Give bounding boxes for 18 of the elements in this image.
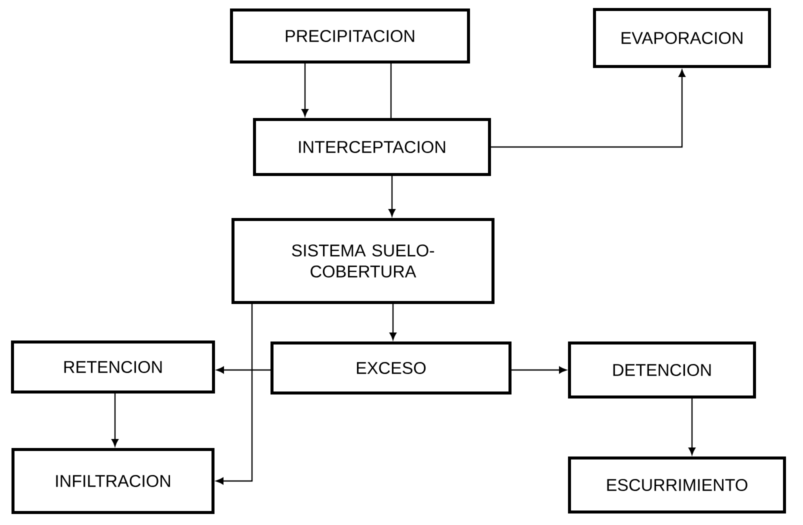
process-box: SISTEMA SUELO-COBERTURA: [232, 218, 494, 304]
process-box: INFILTRACION: [12, 448, 214, 514]
arrow: [512, 366, 566, 374]
arrow: [302, 64, 308, 116]
process-box: RETENCION: [11, 340, 215, 394]
arrow: [388, 176, 396, 216]
process-box: DETENCION: [568, 342, 756, 398]
process-box: INTERCEPTACION: [253, 118, 491, 176]
process-box: EVAPORACION: [593, 8, 771, 68]
arrow: [216, 304, 253, 484]
arrow: [390, 304, 396, 340]
arrow: [112, 394, 118, 446]
arrow: [688, 398, 696, 455]
arrow: [216, 366, 270, 374]
arrow: [491, 70, 686, 148]
process-box: PRECIPITACION: [230, 8, 470, 64]
process-box: EXCESO: [270, 342, 512, 394]
process-box: ESCURRIMIENTO: [568, 456, 786, 514]
